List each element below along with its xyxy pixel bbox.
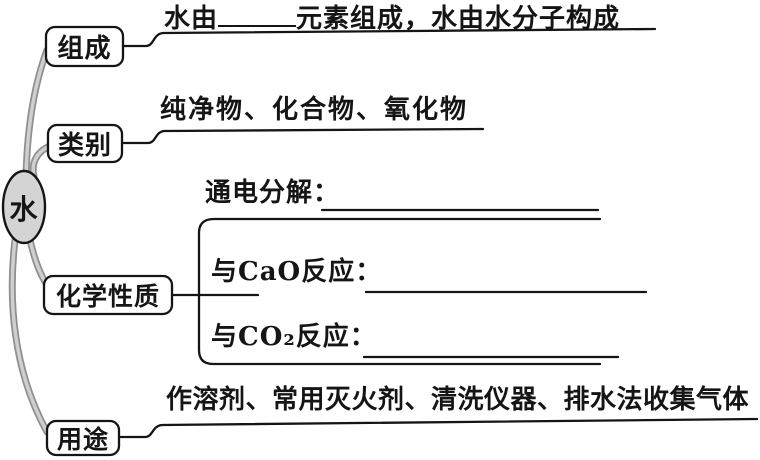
connector-underline-category <box>120 127 485 145</box>
line-work <box>116 27 759 439</box>
box-composition <box>44 25 125 68</box>
uses-text: 作溶剂、常用灭火剂、清洗仪器、排水法收集气体 <box>166 385 750 415</box>
chemical-properties-bracket <box>197 217 602 366</box>
electrolysis-label: 通电分解： <box>205 178 341 208</box>
branch-curves <box>8 46 56 436</box>
co2-reaction-label: 与CO₂反应： <box>211 322 377 352</box>
branch-curve-composition <box>22 46 51 182</box>
composition-text-after: 元素组成，水由水分子构成 <box>296 4 621 34</box>
composition-text-before: 水由 <box>164 4 219 34</box>
connector-underline-composition <box>116 27 657 48</box>
branch-curve-uses <box>8 236 51 436</box>
node-label-composition: 组成 <box>57 34 112 64</box>
composition-text: 水由 元素组成，水由水分子构成 <box>164 4 621 35</box>
branch-curve-category <box>29 142 54 180</box>
node-boxes <box>42 25 174 457</box>
root-node-ellipse <box>1 169 47 245</box>
cao-reaction-label: 与CaO反应： <box>211 257 383 287</box>
box-category <box>46 123 124 164</box>
node-label-category: 类别 <box>57 131 112 161</box>
box-uses <box>45 419 121 457</box>
node-label-chemical-properties: 化学性质 <box>55 282 160 311</box>
box-chemical-properties <box>42 274 174 316</box>
composition-blank <box>218 5 297 27</box>
connector-underline-uses <box>116 417 759 439</box>
node-label-uses: 用途 <box>56 425 109 454</box>
category-text: 纯净物、化合物、氧化物 <box>160 95 469 125</box>
root-node-label: 水 <box>9 193 39 226</box>
